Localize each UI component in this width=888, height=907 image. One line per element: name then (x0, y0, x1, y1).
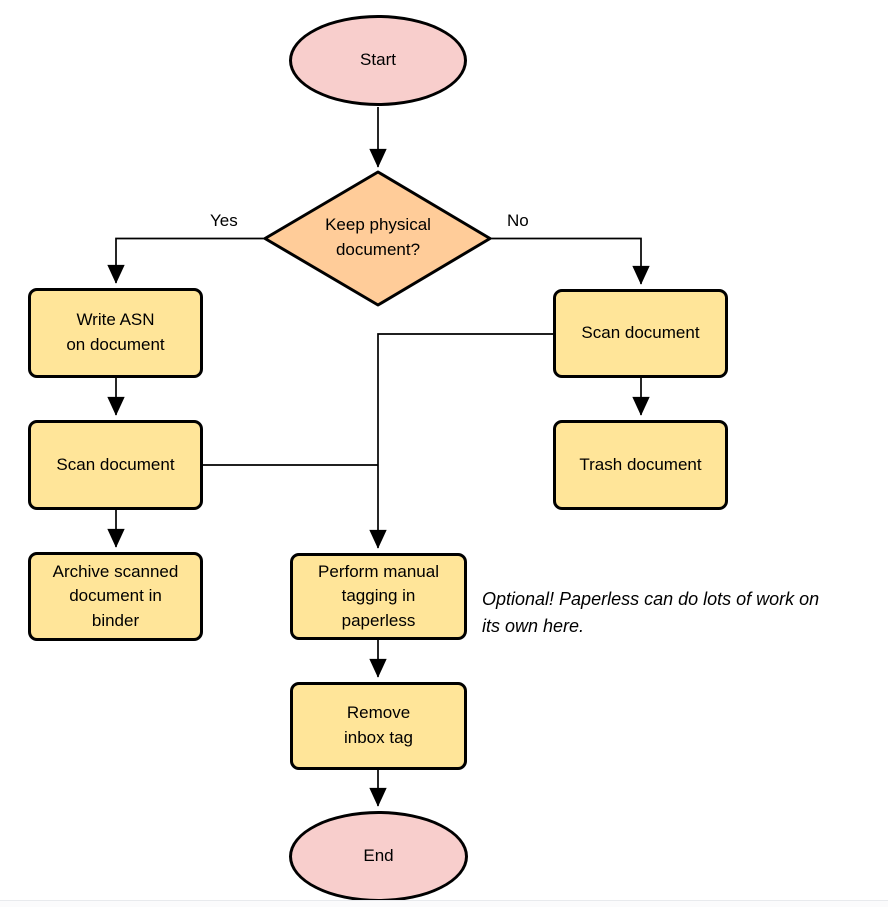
node-end: End (289, 811, 468, 902)
node-archive-in-binder: Archive scanned document in binder (28, 552, 203, 641)
decision-diamond-shape (263, 170, 492, 307)
optional-note: Optional! Paperless can do lots of work … (482, 589, 820, 636)
node-manual-tagging: Perform manual tagging in paperless (290, 553, 467, 640)
edge-decision-no-to-scan-right (491, 237, 650, 285)
edge-label-yes: Yes (208, 211, 240, 231)
page-bottom-edge (0, 900, 888, 907)
node-remove-inbox-tag: Remove inbox tag (290, 682, 467, 770)
node-write-asn: Write ASN on document (28, 288, 203, 378)
node-trash-document: Trash document (553, 420, 728, 510)
node-scan-document-left: Scan document (28, 420, 203, 510)
node-scan-document-right: Scan document (553, 289, 728, 378)
node-decision-label: Keep physical document? (325, 215, 431, 259)
edge-label-no: No (505, 211, 531, 231)
node-start: Start (289, 15, 467, 106)
edge-decision-yes-to-write-asn (107, 237, 264, 284)
edge-scan-right-to-tagging (369, 333, 553, 549)
